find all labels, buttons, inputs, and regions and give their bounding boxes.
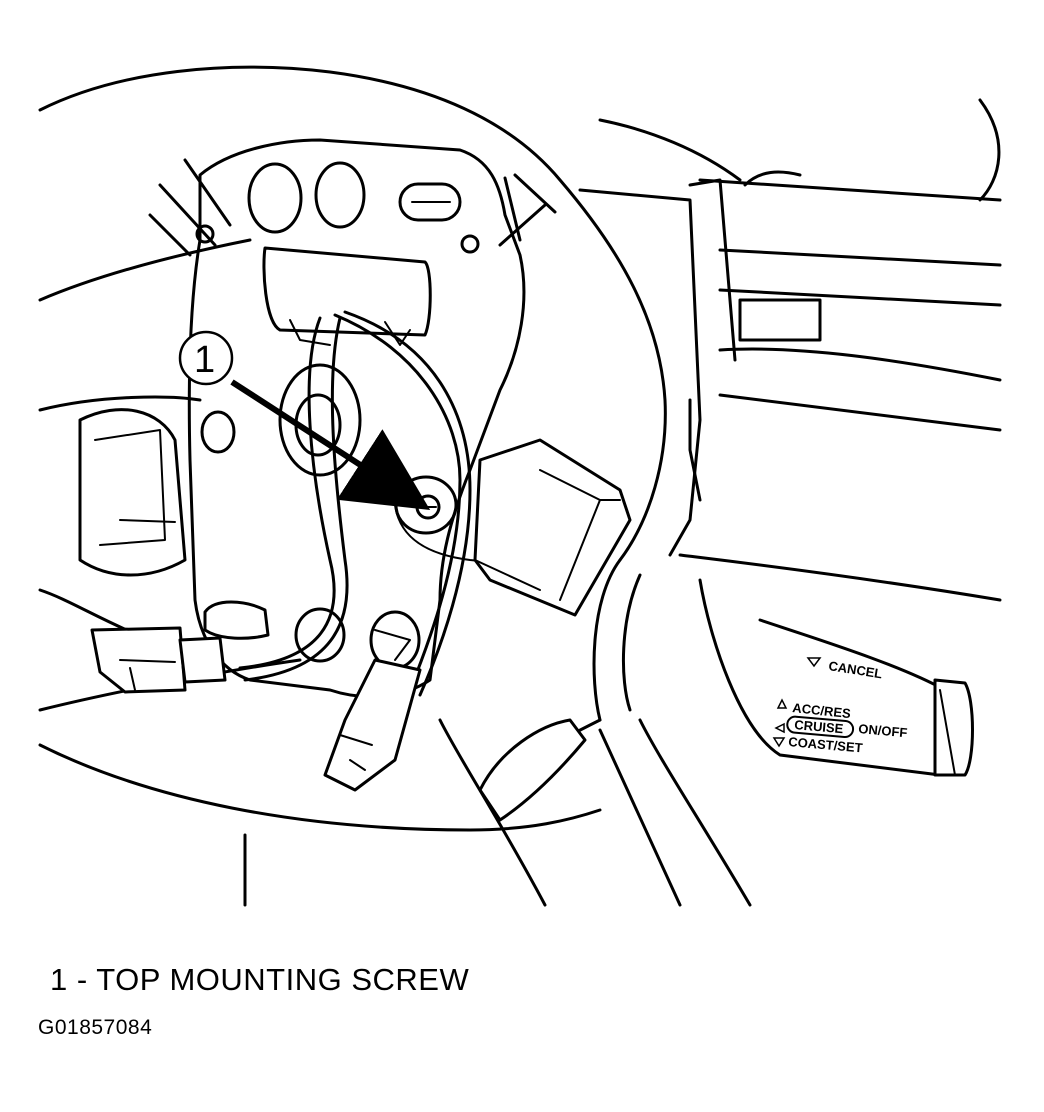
wiring-harness	[238, 310, 472, 697]
steering-column-shroud	[578, 98, 1002, 722]
callout-circle	[178, 330, 234, 386]
acc-res-label: ACC/RES	[792, 700, 852, 721]
figure-id: G01857084	[38, 1016, 153, 1039]
right-connector	[473, 438, 632, 617]
steering-column-illustration: CANCEL ACC/RES CRUISE ON/OFF COAST/SET 1	[38, 65, 1002, 907]
figure-caption: 1 - TOP MOUNTING SCREW	[50, 962, 470, 997]
callout-arrow	[230, 379, 431, 511]
steering-wheel-spoke	[78, 408, 187, 577]
stalk-labels: CANCEL ACC/RES CRUISE ON/OFF COAST/SET	[772, 657, 908, 755]
acc-res-triangle-icon	[776, 698, 788, 709]
on-off-label: ON/OFF	[858, 721, 908, 740]
left-connector	[90, 626, 227, 694]
cruise-control-stalk	[698, 578, 974, 777]
coast-set-label: COAST/SET	[788, 734, 863, 755]
cruise-label: CRUISE	[794, 717, 845, 736]
cancel-triangle-icon	[806, 657, 822, 668]
callout-number: 1	[194, 339, 215, 381]
cruise-triangle-icon	[774, 722, 785, 734]
retaining-clips	[148, 158, 557, 257]
lower-steering-column	[438, 718, 752, 907]
cancel-label: CANCEL	[828, 658, 884, 681]
callout-1: 1	[178, 330, 431, 511]
clockspring-mounting-plate	[187, 138, 526, 698]
coast-set-triangle-icon	[772, 737, 786, 748]
lower-connector	[323, 658, 422, 792]
cruise-button-outline	[786, 715, 855, 739]
